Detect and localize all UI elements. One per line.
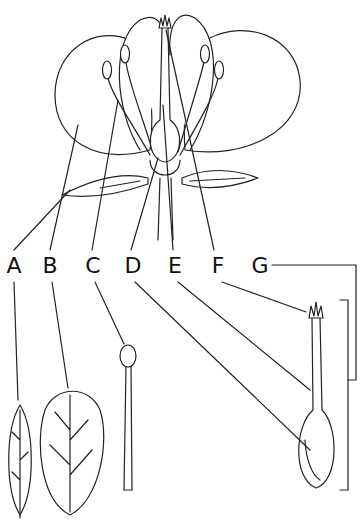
leader-lines [14, 30, 356, 490]
part-letter: G [250, 254, 269, 278]
leader-line [14, 282, 18, 400]
leader-line [222, 282, 306, 312]
stigma-detached [309, 302, 323, 318]
leader-line [166, 30, 214, 250]
ovary-line [305, 440, 320, 480]
part-letter: B [41, 254, 58, 278]
leader-line [95, 282, 124, 344]
filament-detached [124, 366, 132, 490]
leader-line [92, 100, 118, 250]
leader-line [52, 282, 68, 388]
filament [178, 62, 204, 152]
anther-detached [120, 345, 136, 367]
part-letter: F [211, 254, 226, 278]
bracket [340, 300, 348, 490]
leader-line [135, 282, 310, 450]
sepal [182, 171, 258, 188]
leader-line [50, 125, 78, 250]
leaf-vein [12, 410, 28, 518]
stigma [159, 15, 171, 28]
leader-line [178, 282, 310, 390]
anther [103, 61, 112, 79]
petal-vein [50, 395, 92, 512]
pistil-detached [299, 318, 334, 488]
anther [215, 61, 224, 79]
leader-line [163, 105, 173, 250]
anther [121, 45, 130, 63]
part-letter: D [124, 254, 143, 278]
sepal-vein [100, 181, 140, 188]
filament [126, 62, 153, 152]
part-letter: E [167, 254, 183, 278]
filament [180, 78, 218, 155]
anther [201, 45, 210, 63]
sepal [62, 176, 148, 197]
leader-line [131, 158, 158, 250]
filament [108, 78, 150, 155]
petal-detached [40, 391, 103, 515]
part-letter: C [84, 254, 101, 278]
part-letter: A [5, 254, 22, 278]
bracket-line [272, 265, 356, 380]
